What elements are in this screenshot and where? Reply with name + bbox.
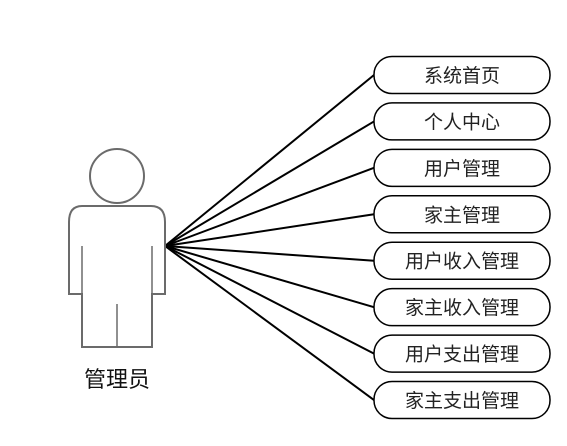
use-case-item: 家主收入管理 [373,287,551,327]
use-case-label: 家主支出管理 [405,390,519,412]
association-line [164,245,375,355]
use-case-item: 用户管理 [373,148,551,188]
use-case-item: 个人中心 [373,102,551,141]
use-case-box [373,334,551,373]
use-case-label: 用户收入管理 [405,251,519,273]
use-case-box [373,148,551,188]
use-case-box [373,287,551,327]
use-case-label: 个人中心 [424,111,500,133]
association-line [164,245,375,262]
use-case-item: 家主管理 [373,195,551,234]
association-line [164,166,375,247]
use-case-box [373,55,551,95]
use-case-item: 系统首页 [373,55,551,95]
association-line [164,74,375,247]
use-case-label: 用户管理 [424,158,500,180]
association-line [164,213,375,247]
use-case-box [373,241,551,280]
actor-figure [68,148,166,348]
association-line [164,245,375,401]
association-line [164,245,375,309]
association-lines [164,74,375,401]
use-case-label: 用户支出管理 [405,344,519,366]
use-case-box [373,380,551,420]
use-case-box [373,102,551,141]
use-case-label: 系统首页 [424,65,500,87]
actor-body [68,205,166,348]
use-case-box [373,195,551,234]
actor-head [89,148,145,204]
actor-name: 管理员 [84,368,150,393]
use-case-label: 家主收入管理 [405,297,519,319]
use-case-item: 家主支出管理 [373,380,551,420]
use-case-label: 家主管理 [424,204,500,226]
use-case-item: 用户收入管理 [373,241,551,280]
association-line [164,120,375,247]
use-case-item: 用户支出管理 [373,334,551,373]
